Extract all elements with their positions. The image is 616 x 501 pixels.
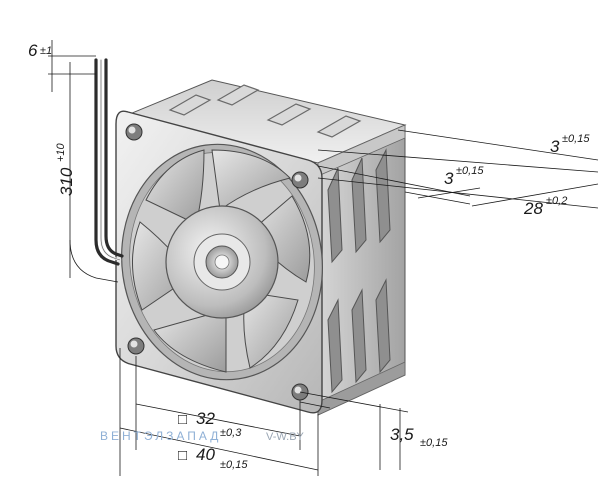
watermark-brand: ВЕНТЭЛЗАПАД — [100, 429, 221, 443]
watermark: ВЕНТЭЛЗАПАД V-W.BY — [100, 429, 305, 443]
dim-hole-spacing-tol: ±0,3 — [220, 427, 242, 439]
dim-cable-end-tol: ±1 — [40, 45, 52, 57]
dim-depth-top-tol: ±0,15 — [562, 133, 590, 145]
dim-frame-size-prefix: □ — [178, 447, 187, 464]
watermark-site: V-W.BY — [266, 431, 305, 443]
dimension-lines — [48, 40, 599, 476]
dim-frame-size-tol: ±0,15 — [220, 459, 248, 471]
dim-cable-end-value: 6 — [28, 41, 38, 60]
top-ribs — [168, 84, 362, 138]
dim-depth-mid-tol: ±0,15 — [456, 165, 484, 177]
dimension-labels: 6 ±1 310 +10 3 ±0,15 3 ±0,15 28 ±0,2 □ 3… — [28, 41, 590, 471]
dim-hole-spacing-value: 32 — [196, 409, 215, 428]
dim-cable-length-tol: +10 — [55, 142, 67, 162]
dim-depth-total-value: 28 — [523, 199, 543, 218]
fan-body — [115, 79, 407, 416]
dim-frame-size-value: 40 — [196, 445, 215, 464]
dim-depth-top-value: 3 — [550, 137, 560, 156]
side-fins — [327, 148, 391, 394]
dim-hole-diameter-value: 3,5 — [390, 425, 414, 444]
dim-cable-length-value: 310 — [57, 167, 76, 196]
dim-hole-spacing-prefix: □ — [178, 411, 187, 428]
dim-hole-diameter-tol: ±0,15 — [420, 437, 448, 449]
dim-depth-mid-value: 3 — [444, 169, 454, 188]
dim-depth-total-tol: ±0,2 — [546, 195, 567, 207]
fan-cable — [94, 58, 124, 266]
impeller-blades — [132, 149, 311, 373]
